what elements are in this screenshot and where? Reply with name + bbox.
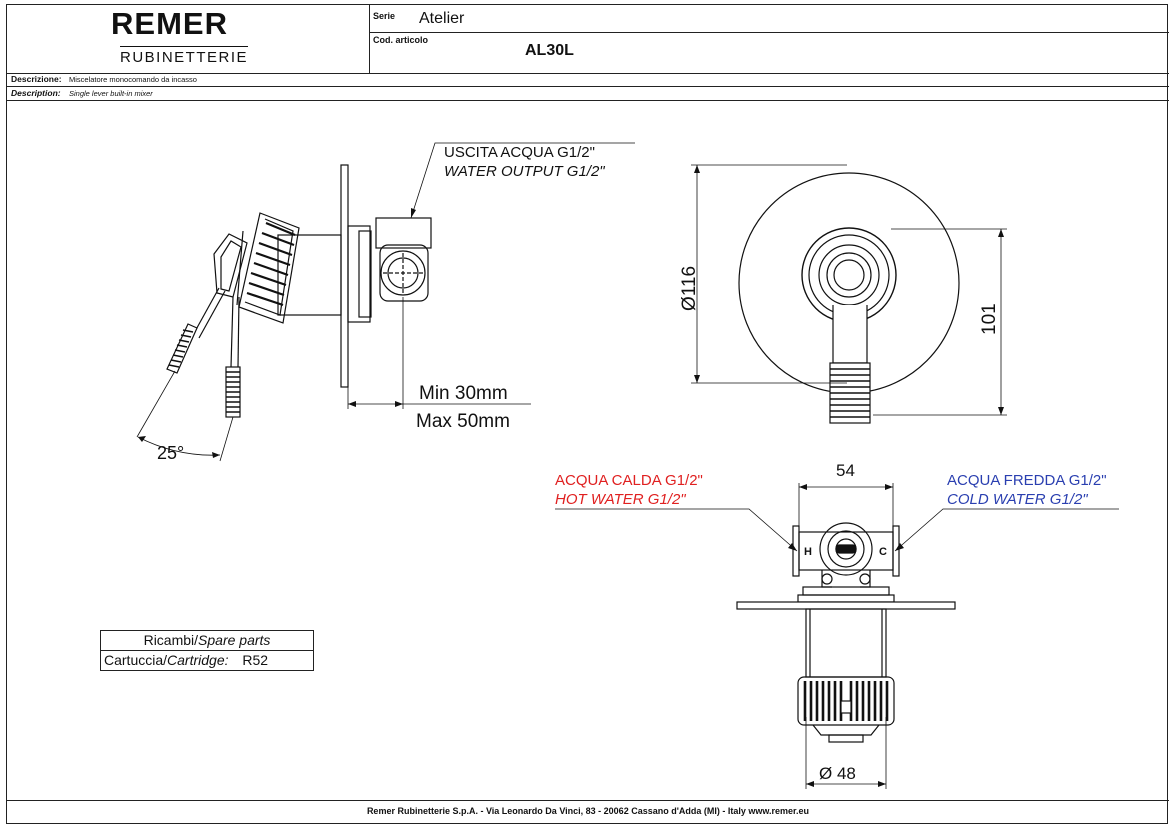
hot-letter: H <box>804 546 812 558</box>
cartridge-label-it: Cartuccia/ <box>104 652 168 668</box>
hot-water-it: ACQUA CALDA G1/2" <box>555 472 703 489</box>
max-depth-label: Max 50mm <box>416 411 510 432</box>
serie-label: Serie <box>373 11 396 21</box>
water-output-en: WATER OUTPUT G1/2" <box>444 163 605 180</box>
cartridge-code: R52 <box>242 652 269 668</box>
cold-letter: C <box>879 546 887 558</box>
side-view <box>136 142 635 462</box>
spare-parts-table: Ricambi/Spare parts Cartuccia/Cartridge:… <box>100 630 314 671</box>
logo-divider <box>120 46 248 47</box>
cartridge-row: Cartuccia/Cartridge: R52 <box>101 650 313 670</box>
footer: Remer Rubinetterie S.p.A. - Via Leonardo… <box>7 800 1169 823</box>
cold-water-en: COLD WATER G1/2" <box>947 491 1088 508</box>
spare-parts-title-en: Spare parts <box>198 632 271 648</box>
angle-label: 25° <box>157 443 184 463</box>
min-depth-label: Min 30mm <box>419 383 508 404</box>
description-it-label: Descrizione: <box>11 74 62 84</box>
cold-water-it: ACQUA FREDDA G1/2" <box>947 472 1107 489</box>
footer-address: Remer Rubinetterie S.p.A. - Via Leonardo… <box>366 806 810 816</box>
sleeve-diameter-label: Ø 48 <box>819 764 856 783</box>
brand-subtitle: RUBINETTERIE <box>120 49 249 66</box>
top-view <box>555 483 1119 789</box>
serie-value: Atelier <box>419 10 465 27</box>
height-dimension-label: 101 <box>979 303 1000 335</box>
description-en-label: Description: <box>11 88 61 98</box>
description-it-value: Miscelatore monocomando da incasso <box>69 75 197 84</box>
description-it-row: Descrizione: Miscelatore monocomando da … <box>7 73 1169 87</box>
code-cell: Cod. articolo AL30L <box>369 32 1169 74</box>
serie-cell: Serie Atelier <box>369 5 1169 33</box>
spare-parts-title-row: Ricambi/Spare parts <box>101 631 313 650</box>
water-output-it: USCITA ACQUA G1/2" <box>444 144 595 161</box>
brand-name: REMER <box>111 6 228 41</box>
technical-sheet: REMER RUBINETTERIE Serie Atelier Cod. ar… <box>6 4 1169 824</box>
width-dimension-label: 54 <box>836 461 855 480</box>
brand-logo-block: REMER RUBINETTERIE <box>7 5 370 74</box>
code-value: AL30L <box>525 42 574 59</box>
description-en-row: Description: Single lever built-in mixer <box>7 87 1169 101</box>
spare-parts-title-it: Ricambi/ <box>143 632 199 648</box>
code-label: Cod. articolo <box>373 35 429 45</box>
plate-diameter-label: Ø116 <box>679 266 700 311</box>
technical-drawing: USCITA ACQUA G1/2" WATER OUTPUT G1/2" Mi… <box>136 142 1119 789</box>
description-en-value: Single lever built-in mixer <box>69 89 153 98</box>
hot-water-en: HOT WATER G1/2" <box>555 491 686 508</box>
cartridge-label-en: Cartridge: <box>167 652 229 668</box>
front-view <box>691 164 1007 424</box>
